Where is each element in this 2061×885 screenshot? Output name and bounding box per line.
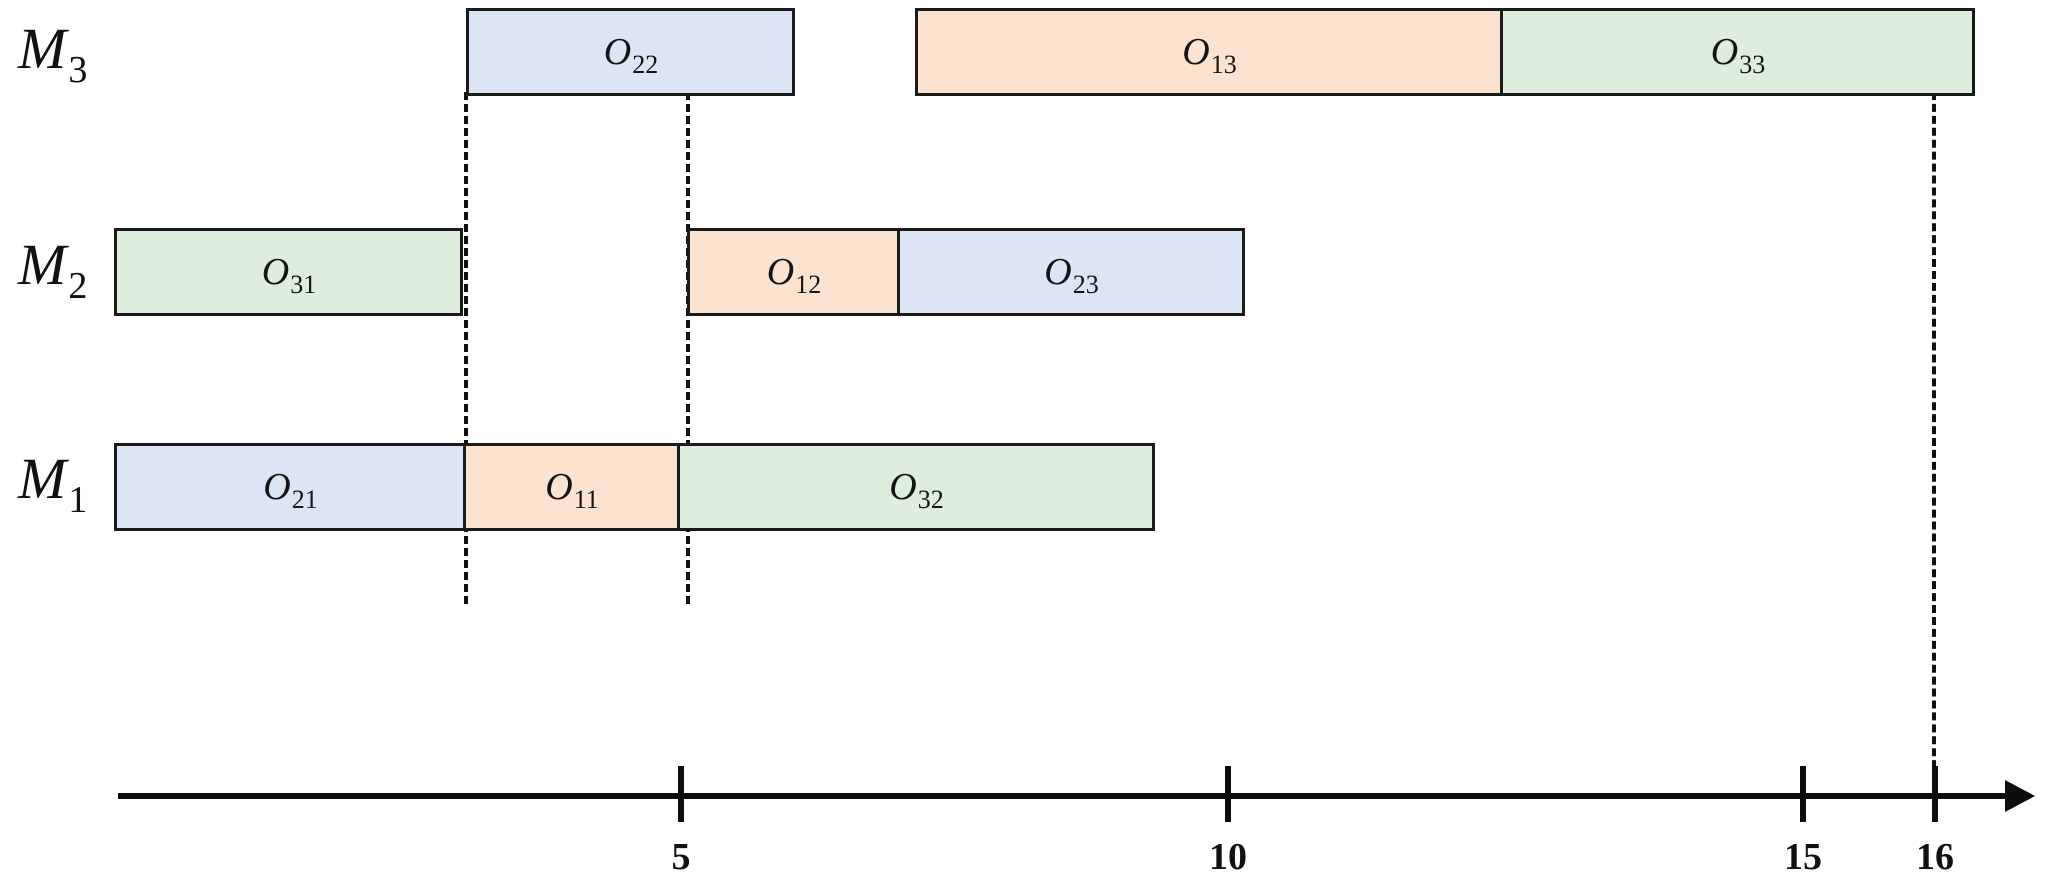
machine-label-m3: M3 [18,20,87,90]
gantt-bar-label-o32: O32 [889,466,944,514]
gantt-bar-label-o21: O21 [263,466,318,514]
gantt-bar-label-o11: O11 [545,466,599,514]
machine-label-m2-index: 2 [68,265,88,307]
gantt-bar-label-o31: O31 [261,251,317,299]
gantt-bar-label-o23: O23 [1044,251,1099,299]
gantt-bar-o11[interactable]: O11 [463,443,680,531]
axis-tick-10 [1225,766,1231,822]
gantt-bar-o23[interactable]: O23 [897,228,1245,316]
gantt-bar-o13[interactable]: O13 [915,8,1503,96]
gantt-bar-o21[interactable]: O21 [114,443,466,531]
machine-label-m3-index: 3 [68,49,88,91]
machine-label-m3-name: M [18,16,67,81]
gantt-bar-label-o12: O12 [766,251,822,299]
gantt-bar-o22[interactable]: O22 [466,8,795,96]
axis-tick-15 [1800,766,1806,822]
gantt-bar-o31[interactable]: O31 [114,228,463,316]
axis-tick-5 [678,766,684,822]
machine-label-m2-name: M [18,232,67,297]
axis-tick-label-10: 10 [1209,836,1247,878]
gantt-bar-o33[interactable]: O33 [1500,8,1975,96]
connector-dashed-line-3 [1932,92,1936,792]
time-axis-arrow-icon [2005,780,2035,812]
axis-tick-label-16: 16 [1916,836,1954,878]
machine-label-m1: M1 [18,450,87,520]
gantt-bar-o32[interactable]: O32 [677,443,1155,531]
machine-label-m2: M2 [18,236,87,306]
connector-dashed-line-2 [686,92,690,604]
gantt-bar-label-o22: O22 [603,31,659,79]
machine-label-m1-name: M [18,446,67,511]
gantt-bar-label-o13: O13 [1182,31,1237,79]
gantt-bar-label-o33: O33 [1710,31,1766,79]
time-axis-line [118,793,2008,799]
machine-label-m1-index: 1 [68,479,88,521]
axis-tick-label-15: 15 [1784,836,1822,878]
axis-tick-16 [1932,766,1938,822]
gantt-bar-o12[interactable]: O12 [687,228,900,316]
connector-dashed-line-1 [464,92,468,604]
axis-tick-label-5: 5 [671,836,691,878]
